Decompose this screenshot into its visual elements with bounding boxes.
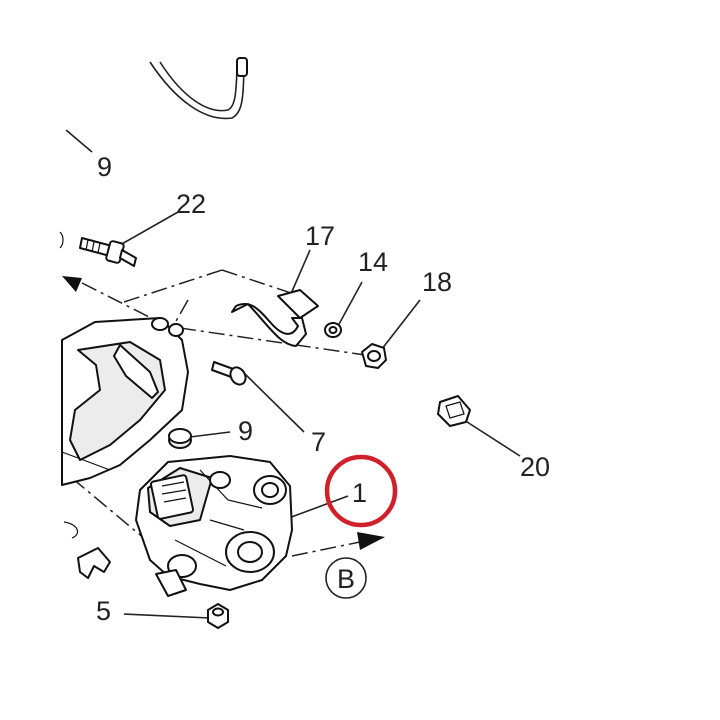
callout-18: 18 [422,267,452,297]
connector-20 [437,395,471,427]
assembly-axis-lines [62,269,385,561]
view-b-label: B [337,564,355,594]
nut-18 [361,343,387,369]
callout-14: 14 [358,247,388,277]
callout-9-mid: 9 [238,416,253,446]
main-unit-1 [135,455,293,597]
callout-22: 22 [176,189,206,219]
callout-7: 7 [311,427,326,457]
callout-20: 20 [520,452,550,482]
arrow-right-icon [357,532,385,550]
nut-9 [168,428,192,449]
bolt-7 [211,361,247,386]
nut-5 [207,603,229,629]
wire-clip-17 [231,289,319,347]
callout-5: 5 [96,596,111,626]
view-b-marker [325,557,367,599]
mounting-bracket [61,317,189,486]
callout-17: 17 [305,221,335,251]
spring-clip [59,231,111,579]
leader-lines [65,129,521,619]
washer-14 [324,322,342,338]
bolt-22 [79,237,137,267]
arrow-left-icon [62,276,82,292]
highlight-ring [324,454,398,528]
callout-1: 1 [352,478,367,508]
cable-assembly [149,57,248,120]
callout-9-top: 9 [97,152,112,182]
